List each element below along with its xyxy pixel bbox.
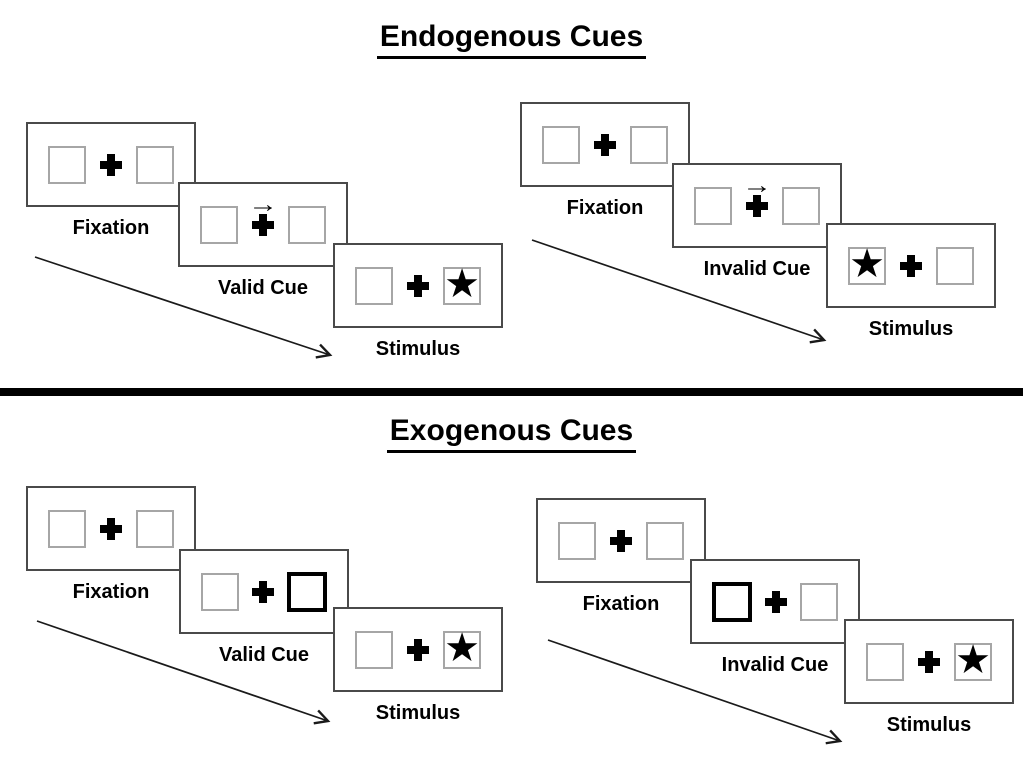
left-box [542, 125, 580, 164]
highlighted-cue-box [287, 571, 327, 612]
fixation-center [100, 517, 122, 540]
step-label: Fixation [72, 581, 150, 603]
section-title-exogenous: Exogenous Cues [0, 414, 1023, 453]
step-fixation: Fixation [26, 122, 196, 240]
step-label: Fixation [582, 593, 660, 615]
highlighted-cue-box [712, 581, 752, 622]
star-icon: ★ [849, 241, 885, 286]
stimulus-panel: ★ [333, 607, 503, 692]
stimulus-panel: ★ [333, 243, 503, 328]
left-box [201, 572, 239, 611]
fixation-center [594, 133, 616, 156]
star-icon: ★ [444, 625, 480, 670]
left-box [200, 205, 238, 244]
fixation-cross-icon [252, 580, 274, 603]
step-stimulus: ★ Stimulus [333, 607, 503, 725]
fixation-cross-icon [252, 213, 274, 236]
left-box [694, 186, 732, 225]
section-title-text: Endogenous Cues [376, 20, 647, 59]
fixation-center [407, 274, 429, 297]
step-label: Stimulus [375, 338, 461, 360]
right-arrow-cue-icon: → [742, 171, 772, 199]
left-box [355, 630, 393, 669]
step-label: Valid Cue [218, 644, 310, 666]
step-label: Invalid Cue [721, 654, 829, 676]
left-box [48, 509, 86, 548]
fixation-cross-icon [407, 638, 429, 661]
step-stimulus: ★ Stimulus [826, 223, 996, 341]
fixation-cross-icon [610, 529, 632, 552]
fixation-cross-icon [100, 153, 122, 176]
step-label: Stimulus [886, 714, 972, 736]
star-icon: ★ [444, 261, 480, 306]
fixation-center [252, 580, 274, 603]
invalid-cue-panel [690, 559, 860, 644]
left-box [355, 266, 393, 305]
right-box [136, 509, 174, 548]
fixation-cross-icon [900, 254, 922, 277]
step-fixation: Fixation [520, 102, 690, 220]
stimulus-panel: ★ [844, 619, 1014, 704]
step-stimulus: ★ Stimulus [844, 619, 1014, 737]
step-label: Fixation [566, 197, 644, 219]
fixation-panel [520, 102, 690, 187]
fixation-center [918, 650, 940, 673]
step-label: Stimulus [868, 318, 954, 340]
fixation-cross-icon [594, 133, 616, 156]
left-box [558, 521, 596, 560]
left-box: ★ [848, 241, 886, 286]
left-box [48, 145, 86, 184]
fixation-center [100, 153, 122, 176]
fixation-panel [536, 498, 706, 583]
right-box [630, 125, 668, 164]
right-box: ★ [443, 625, 481, 670]
step-label: Invalid Cue [703, 258, 811, 280]
step-fixation: Fixation [26, 486, 196, 604]
timeline-arrow [547, 639, 843, 745]
invalid-cue-panel: → [672, 163, 842, 248]
fixation-cross-icon [407, 274, 429, 297]
valid-cue-panel [179, 549, 349, 634]
fixation-cross-icon [918, 650, 940, 673]
left-box [866, 642, 904, 681]
fixation-panel [26, 122, 196, 207]
step-fixation: Fixation [536, 498, 706, 616]
timeline-arrow [34, 256, 333, 359]
step-cue: → Valid Cue [178, 182, 348, 300]
fixation-center [900, 254, 922, 277]
fixation-center [407, 638, 429, 661]
right-box [136, 145, 174, 184]
right-box [646, 521, 684, 560]
star-icon: ★ [955, 637, 991, 682]
step-label: Fixation [72, 217, 150, 239]
step-label: Stimulus [375, 702, 461, 724]
valid-cue-panel: → [178, 182, 348, 267]
right-box [782, 186, 820, 225]
fixation-cross-icon [100, 517, 122, 540]
step-stimulus: ★ Stimulus [333, 243, 503, 361]
right-box [936, 246, 974, 285]
right-box: ★ [954, 637, 992, 682]
fixation-center: → [248, 192, 278, 236]
right-box: ★ [443, 261, 481, 306]
fixation-center [610, 529, 632, 552]
section-divider [0, 388, 1023, 396]
fixation-cross-icon [746, 194, 768, 217]
section-title-endogenous: Endogenous Cues [0, 20, 1023, 59]
stimulus-panel: ★ [826, 223, 996, 308]
step-cue: Invalid Cue [690, 559, 860, 677]
step-cue: Valid Cue [179, 549, 349, 667]
fixation-center [765, 590, 787, 613]
fixation-center: → [742, 173, 772, 217]
timeline-arrow [36, 620, 331, 725]
fixation-cross-icon [765, 590, 787, 613]
right-arrow-cue-icon: → [248, 190, 278, 218]
section-title-text: Exogenous Cues [386, 414, 637, 453]
fixation-panel [26, 486, 196, 571]
step-cue: → Invalid Cue [672, 163, 842, 281]
step-label: Valid Cue [217, 277, 309, 299]
timeline-arrow [531, 239, 827, 344]
right-box [288, 205, 326, 244]
right-box [800, 582, 838, 621]
